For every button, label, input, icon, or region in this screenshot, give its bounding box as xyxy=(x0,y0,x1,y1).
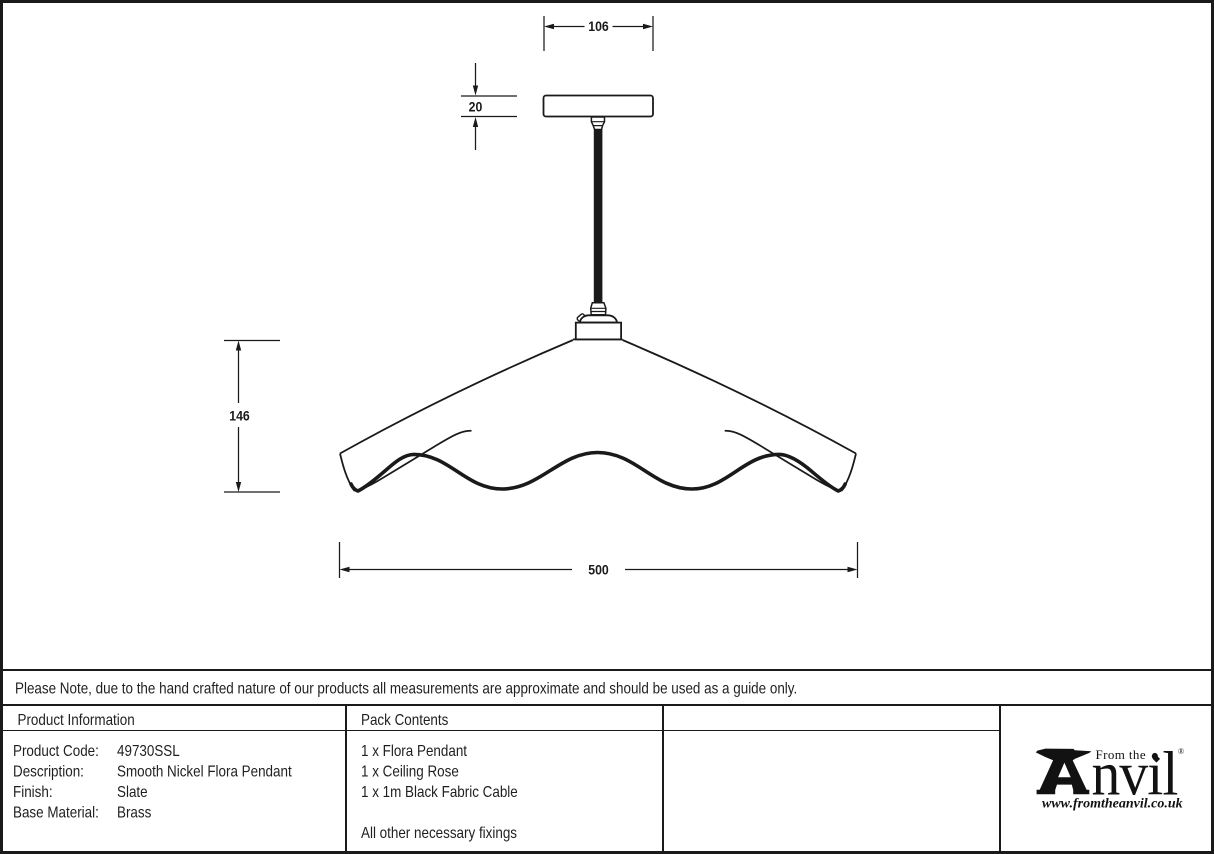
svg-text:®: ® xyxy=(1178,747,1184,756)
svg-text:Brass: Brass xyxy=(117,805,151,822)
svg-text:146: 146 xyxy=(229,408,250,424)
svg-text:Finish:: Finish: xyxy=(13,784,53,801)
svg-text:20: 20 xyxy=(469,99,483,115)
svg-text:Base Material:: Base Material: xyxy=(13,805,99,822)
svg-text:500: 500 xyxy=(588,562,609,578)
svg-text:Pack Contents: Pack Contents xyxy=(361,712,448,729)
svg-text:1 x Ceiling Rose: 1 x Ceiling Rose xyxy=(361,763,459,780)
svg-text:1 x Flora Pendant: 1 x Flora Pendant xyxy=(361,743,467,760)
svg-text:Product Information: Product Information xyxy=(18,712,135,729)
svg-text:49730SSL: 49730SSL xyxy=(117,743,180,760)
svg-text:www.fromtheanvil.co.uk: www.fromtheanvil.co.uk xyxy=(1042,797,1183,812)
svg-text:All other necessary fixings: All other necessary fixings xyxy=(361,825,517,842)
svg-text:nvil: nvil xyxy=(1092,740,1178,808)
svg-text:106: 106 xyxy=(588,18,609,34)
svg-text:Smooth Nickel Flora Pendant: Smooth Nickel Flora Pendant xyxy=(117,763,292,780)
svg-text:Slate: Slate xyxy=(117,784,148,801)
svg-text:From the: From the xyxy=(1096,747,1147,762)
svg-text:Description:: Description: xyxy=(13,763,84,780)
svg-text:1 x 1m Black Fabric Cable: 1 x 1m Black Fabric Cable xyxy=(361,784,518,801)
svg-text:Please Note, due to the hand c: Please Note, due to the hand crafted nat… xyxy=(15,681,797,698)
svg-text:Product Code:: Product Code: xyxy=(13,743,99,760)
